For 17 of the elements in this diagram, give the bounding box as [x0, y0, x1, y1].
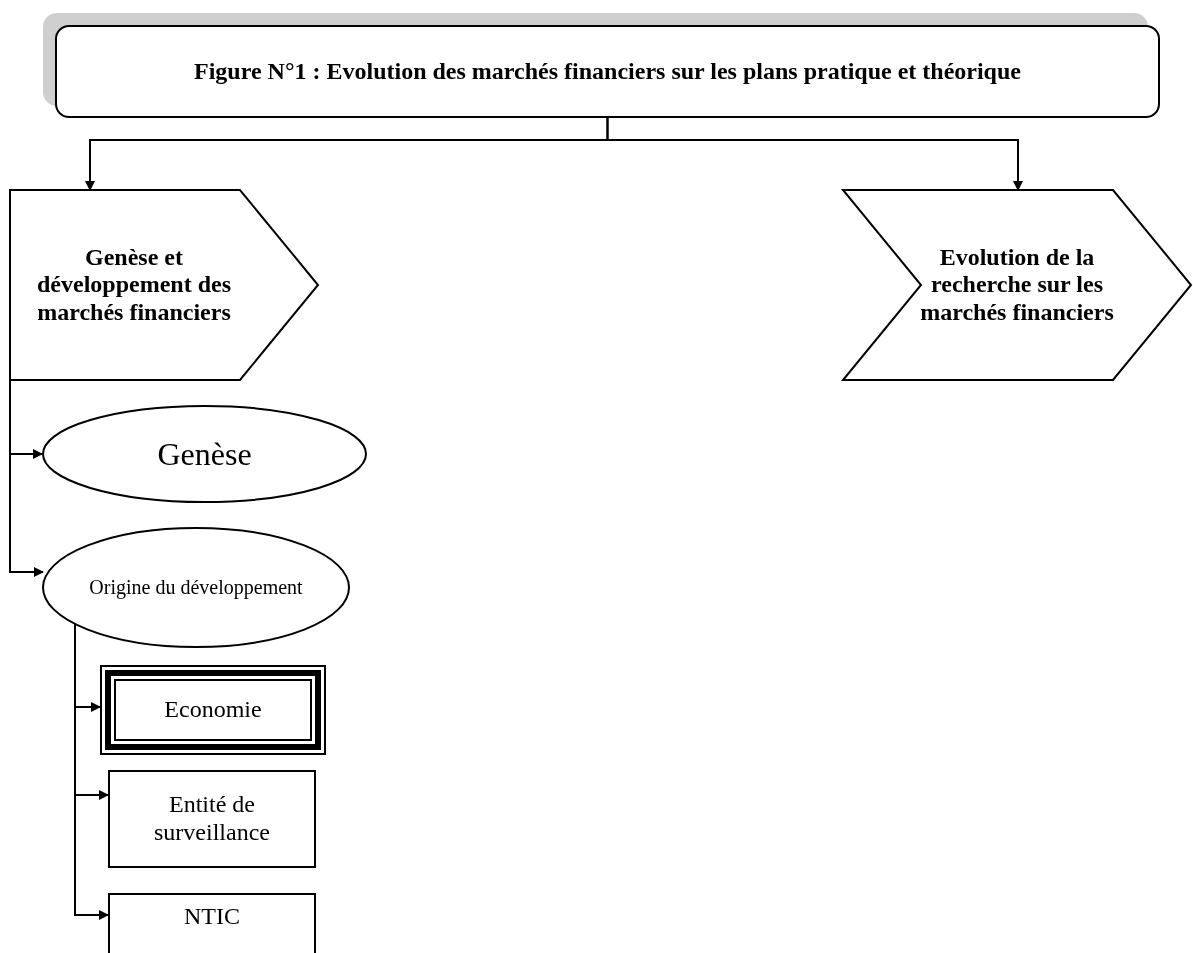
- node-label: Genèse et développement des marchés financiers: [36, 243, 232, 327]
- chevron-shape: [843, 190, 1191, 380]
- node-label: Economie: [164, 696, 262, 724]
- node-label: Entité de surveillance: [153, 791, 271, 847]
- node-label: Evolution de la recherche sur les marchés financiers: [919, 243, 1115, 327]
- process-box: [108, 893, 316, 953]
- node-label: NTIC: [184, 903, 240, 931]
- node-label: Figure N°1 : Evolution des marchés financiers sur les plans pratique et théorique: [194, 57, 1021, 86]
- triple-border-box: [100, 665, 326, 755]
- ellipse-shape: [42, 405, 367, 503]
- ellipse-shape: [42, 527, 350, 648]
- pentagon-shape: [10, 190, 318, 380]
- connector-arrow: [606, 117, 1023, 191]
- connector-arrow: [9, 379, 44, 577]
- node-label: Genèse: [157, 435, 252, 473]
- process-box: [108, 770, 316, 868]
- node-label: Origine du développement: [89, 576, 303, 599]
